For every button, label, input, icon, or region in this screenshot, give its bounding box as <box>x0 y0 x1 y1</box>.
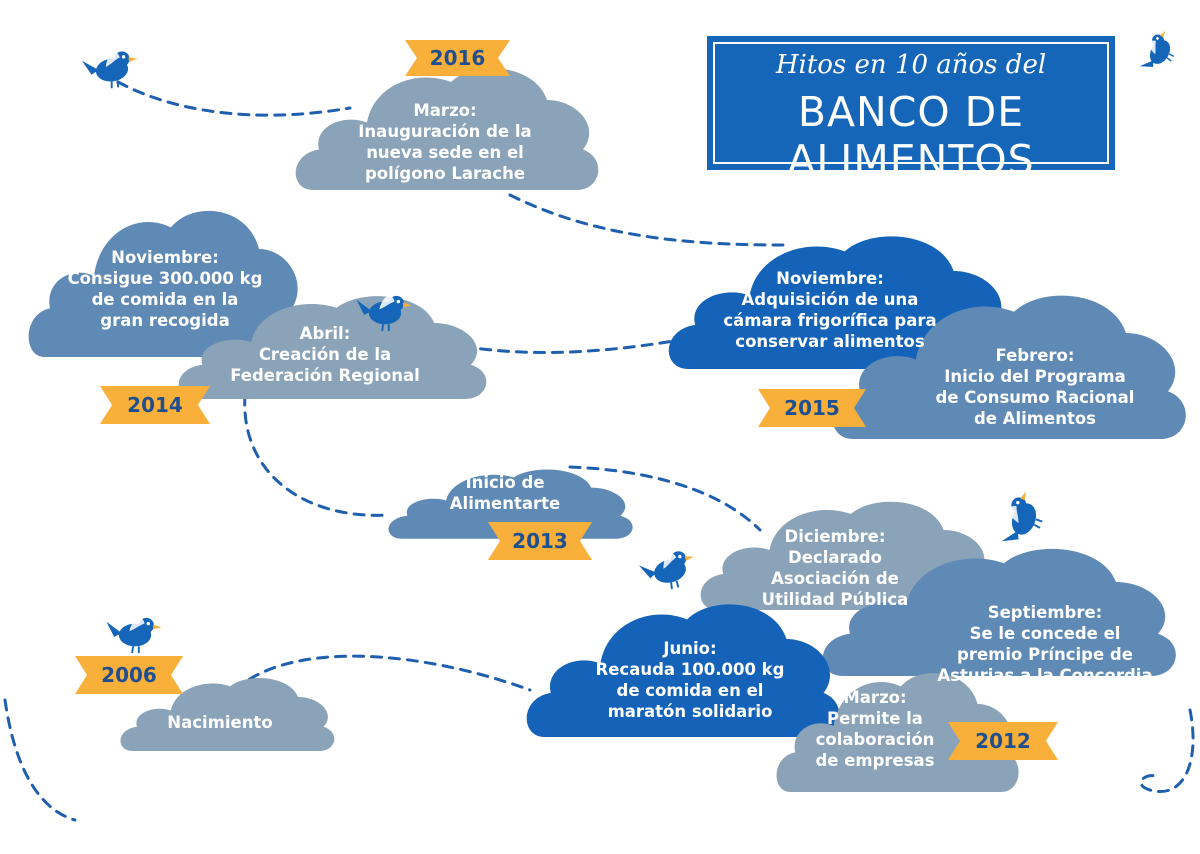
milestone-line: cámara frigorífica para <box>723 311 937 330</box>
title-line2: BANCO DE ALIMENTOS <box>787 88 1035 184</box>
milestone-line: Marzo: <box>413 101 477 120</box>
milestone-line: Febrero: <box>995 346 1075 365</box>
year-2006: 2006 <box>101 663 157 687</box>
milestone-2012-marzo: Marzo: Permite la colaboración de empresas <box>790 687 960 771</box>
milestone-line: Marzo: <box>843 688 907 707</box>
milestone-line: Noviembre: <box>776 269 884 288</box>
bird-icon <box>997 487 1052 553</box>
milestone-line: polígono Larache <box>364 164 526 183</box>
milestone-line: maratón solidario <box>607 702 773 721</box>
year-ribbons <box>75 40 1058 760</box>
title-panel: Hitos en 10 años del BANCO DE ALIMENTOS <box>707 36 1115 184</box>
milestone-line: Nacimiento <box>167 713 273 732</box>
milestone-line: Inicio de <box>465 473 545 492</box>
milestone-line: de Consumo Racional <box>935 388 1135 407</box>
milestone-2012-junio: Junio: Recauda 100.000 kg de comida en el m… <box>570 638 810 722</box>
year-2012: 2012 <box>975 729 1031 753</box>
ribbon-2006 <box>75 656 183 694</box>
milestone-line: Consigue 300.000 kg <box>67 269 263 288</box>
milestone-2014-abril: Abril: Creación de la Federación Regional <box>200 323 450 386</box>
bird-icon <box>80 48 142 93</box>
milestone-line: Diciembre: <box>784 527 886 546</box>
milestone-line: Creación de la <box>258 345 392 364</box>
milestone-line: conservar alimentos <box>735 332 925 351</box>
bird-icon <box>105 616 163 654</box>
milestone-2014-noviembre: Noviembre: Consigue 300.000 kg de comida e… <box>40 247 290 331</box>
milestone-line: Declarado <box>788 548 882 567</box>
milestone-line: Asociación de <box>771 569 899 588</box>
milestone-line: Federación Regional <box>230 366 420 385</box>
milestone-line: premio Príncipe de <box>957 645 1133 664</box>
year-2015: 2015 <box>784 396 840 420</box>
ribbon-2016 <box>405 40 510 76</box>
milestone-2016-marzo: Marzo: Inauguración de la nueva sede en el… <box>320 100 570 184</box>
milestone-line: Alimentarte <box>449 494 561 513</box>
milestone-line: Utilidad Pública <box>761 590 909 609</box>
milestone-line: Septiembre: <box>987 603 1103 622</box>
milestone-2015-febrero: Febrero: Inicio del Programa de Consumo Ra… <box>900 345 1170 429</box>
milestone-line: de empresas <box>815 751 935 770</box>
milestone-line: Noviembre: <box>111 248 219 267</box>
ribbon-2015 <box>758 389 866 427</box>
milestone-2006-nacimiento: Nacimiento <box>140 712 300 733</box>
ribbon-2013 <box>488 522 592 560</box>
milestone-line: Recauda 100.000 kg <box>595 660 785 679</box>
milestone-line: Junio: <box>663 639 717 658</box>
year-2013: 2013 <box>512 529 568 553</box>
bird-icon <box>637 546 702 597</box>
ribbon-2014 <box>100 386 210 424</box>
milestone-line: Se le concede el <box>969 624 1121 643</box>
year-2014: 2014 <box>127 393 183 417</box>
milestone-line: colaboración <box>815 730 935 749</box>
milestone-2012-septiembre: Septiembre: Se le concede el premio Prínci… <box>910 602 1180 686</box>
milestone-line: de Alimentos <box>973 409 1096 428</box>
milestone-line: gran recogida <box>100 311 230 330</box>
ribbon-2012 <box>948 722 1058 760</box>
milestone-line: Asturias a la Concordia <box>937 666 1153 685</box>
milestone-line: nueva sede en el <box>366 143 524 162</box>
bird-icon <box>1136 26 1184 80</box>
title-line1: Hitos en 10 años del <box>775 50 1047 80</box>
milestone-2013-inicio: Inicio de Alimentarte <box>420 472 590 514</box>
milestone-line: Abril: <box>299 324 351 343</box>
milestone-line: de comida en el <box>616 681 764 700</box>
year-2016: 2016 <box>429 46 486 70</box>
timeline-path <box>3 80 1195 822</box>
milestone-line: Adquisición de una <box>741 290 919 309</box>
milestone-line: Inicio del Programa <box>944 367 1126 386</box>
milestone-2015-noviembre: Noviembre: Adquisición de una cámara frigo… <box>700 268 960 352</box>
milestone-line: de comida en la <box>91 290 239 309</box>
milestone-line: Inauguración de la <box>358 122 532 141</box>
milestone-line: Permite la <box>827 709 923 728</box>
title-frame <box>713 42 1109 164</box>
